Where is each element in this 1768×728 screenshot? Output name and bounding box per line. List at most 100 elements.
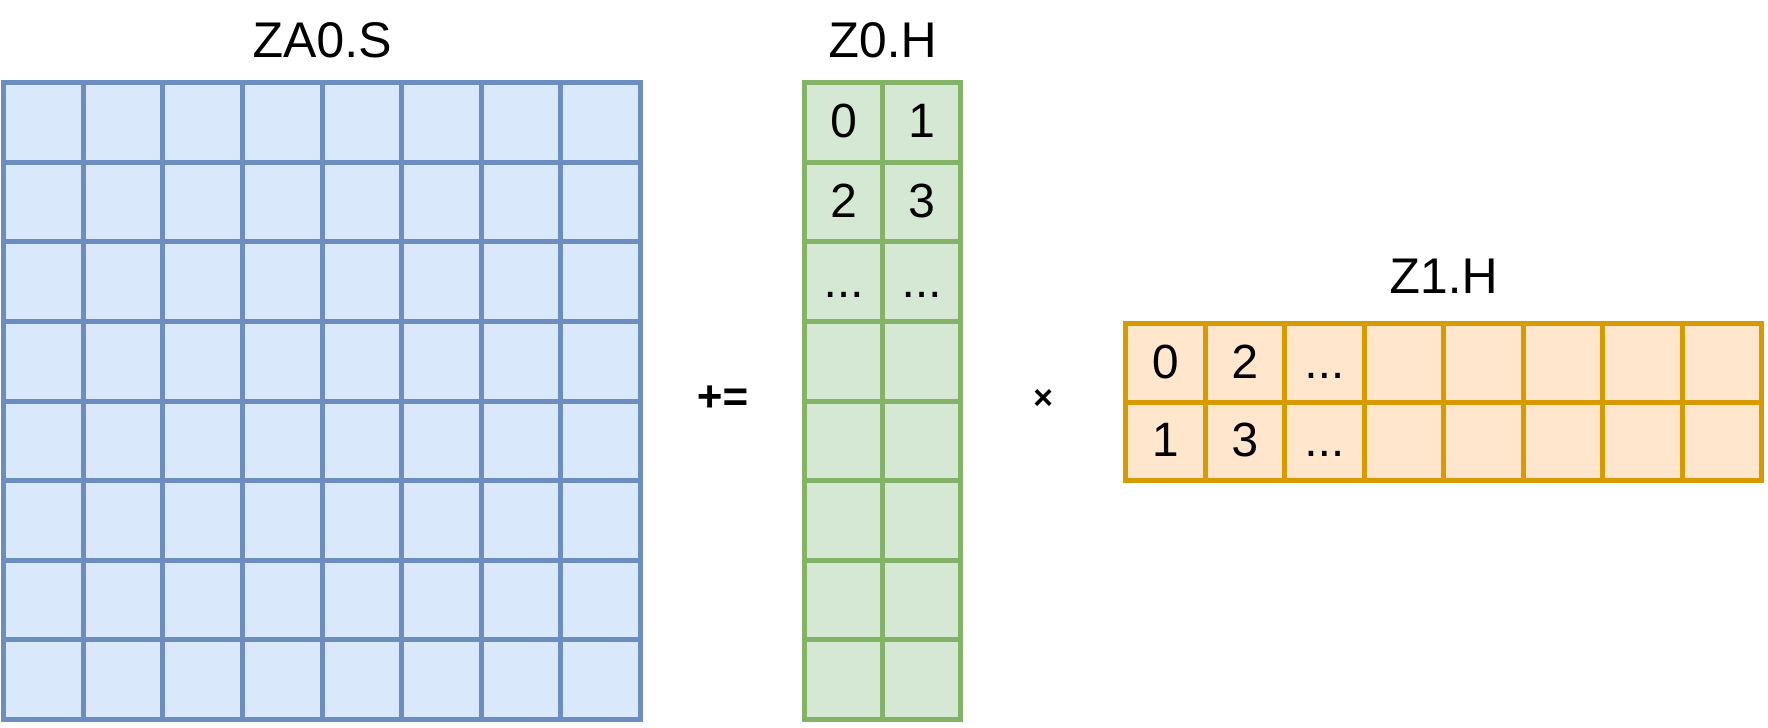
matrix-cell <box>165 403 240 479</box>
za0-tile-grid <box>1 80 643 722</box>
matrix-cell <box>165 85 240 160</box>
matrix-cell <box>165 164 240 240</box>
matrix-cell <box>1684 404 1759 478</box>
matrix-cell <box>324 85 400 160</box>
matrix-cell <box>6 403 81 479</box>
matrix-cell <box>1525 404 1600 478</box>
matrix-cell <box>563 483 638 558</box>
matrix-cell <box>324 642 400 717</box>
matrix-cell <box>324 483 400 558</box>
matrix-cell <box>244 403 320 479</box>
matrix-cell <box>483 483 559 558</box>
matrix-cell: 0 <box>807 85 880 160</box>
matrix-cell <box>404 85 479 160</box>
matrix-cell <box>404 642 479 717</box>
matrix-cell <box>1366 404 1441 478</box>
matrix-cell <box>165 323 240 399</box>
matrix-cell <box>404 244 479 319</box>
matrix-cell <box>563 562 638 638</box>
matrix-cell <box>483 164 559 240</box>
matrix-cell <box>885 323 958 399</box>
matrix-cell <box>6 323 81 399</box>
matrix-cell: ... <box>1287 326 1362 400</box>
matrix-cell <box>1605 326 1680 400</box>
matrix-cell <box>244 85 320 160</box>
matrix-cell <box>1605 404 1680 478</box>
za0-tile-label: ZA0.S <box>252 12 392 68</box>
matrix-cell <box>165 642 240 717</box>
matrix-cell <box>324 164 400 240</box>
matrix-cell <box>1525 326 1600 400</box>
matrix-cell <box>6 164 81 240</box>
matrix-cell <box>1684 326 1759 400</box>
matrix-cell <box>483 403 559 479</box>
matrix-cell <box>404 403 479 479</box>
matrix-cell <box>85 642 161 717</box>
matrix-cell <box>85 85 161 160</box>
matrix-cell <box>563 164 638 240</box>
matrix-cell <box>324 403 400 479</box>
matrix-cell <box>244 483 320 558</box>
matrix-cell <box>885 403 958 479</box>
matrix-cell <box>483 85 559 160</box>
matrix-cell: 1 <box>885 85 958 160</box>
matrix-cell <box>244 164 320 240</box>
matrix-cell <box>6 85 81 160</box>
accumulate-operator: += <box>696 372 749 421</box>
matrix-cell <box>807 323 880 399</box>
matrix-cell <box>483 642 559 717</box>
matrix-cell: 0 <box>1128 326 1203 400</box>
matrix-cell <box>885 483 958 558</box>
matrix-cell <box>244 323 320 399</box>
matrix-cell <box>1446 404 1521 478</box>
matrix-cell <box>85 164 161 240</box>
z1-register-label: Z1.H <box>1389 248 1498 304</box>
matrix-cell <box>483 562 559 638</box>
matrix-cell: 3 <box>1207 404 1282 478</box>
matrix-cell: 2 <box>1207 326 1282 400</box>
matrix-cell: 3 <box>885 164 958 240</box>
matrix-cell <box>85 403 161 479</box>
matrix-cell <box>885 562 958 638</box>
matrix-cell <box>324 323 400 399</box>
matrix-cell <box>563 642 638 717</box>
matrix-cell <box>1446 326 1521 400</box>
matrix-cell <box>483 244 559 319</box>
matrix-cell <box>6 483 81 558</box>
matrix-cell <box>165 483 240 558</box>
matrix-cell: 2 <box>807 164 880 240</box>
matrix-cell <box>404 164 479 240</box>
matrix-cell <box>885 642 958 717</box>
matrix-cell <box>483 323 559 399</box>
multiply-operator: × <box>1033 378 1053 417</box>
matrix-cell <box>807 403 880 479</box>
matrix-cell <box>85 483 161 558</box>
matrix-cell <box>85 244 161 319</box>
matrix-cell: ... <box>885 244 958 319</box>
matrix-cell <box>85 323 161 399</box>
matrix-cell <box>6 244 81 319</box>
matrix-cell <box>807 642 880 717</box>
matrix-cell <box>85 562 161 638</box>
matrix-cell: ... <box>1287 404 1362 478</box>
matrix-cell <box>244 562 320 638</box>
matrix-cell: ... <box>807 244 880 319</box>
matrix-cell <box>1366 326 1441 400</box>
matrix-cell <box>404 483 479 558</box>
matrix-cell <box>165 562 240 638</box>
matrix-cell <box>807 562 880 638</box>
matrix-cell <box>165 244 240 319</box>
matrix-cell <box>563 244 638 319</box>
matrix-cell <box>563 323 638 399</box>
matrix-cell <box>244 642 320 717</box>
matrix-cell <box>563 85 638 160</box>
matrix-cell <box>6 562 81 638</box>
matrix-cell <box>6 642 81 717</box>
matrix-cell <box>324 562 400 638</box>
matrix-cell <box>244 244 320 319</box>
z0-register-label: Z0.H <box>828 12 937 68</box>
matrix-cell <box>563 403 638 479</box>
